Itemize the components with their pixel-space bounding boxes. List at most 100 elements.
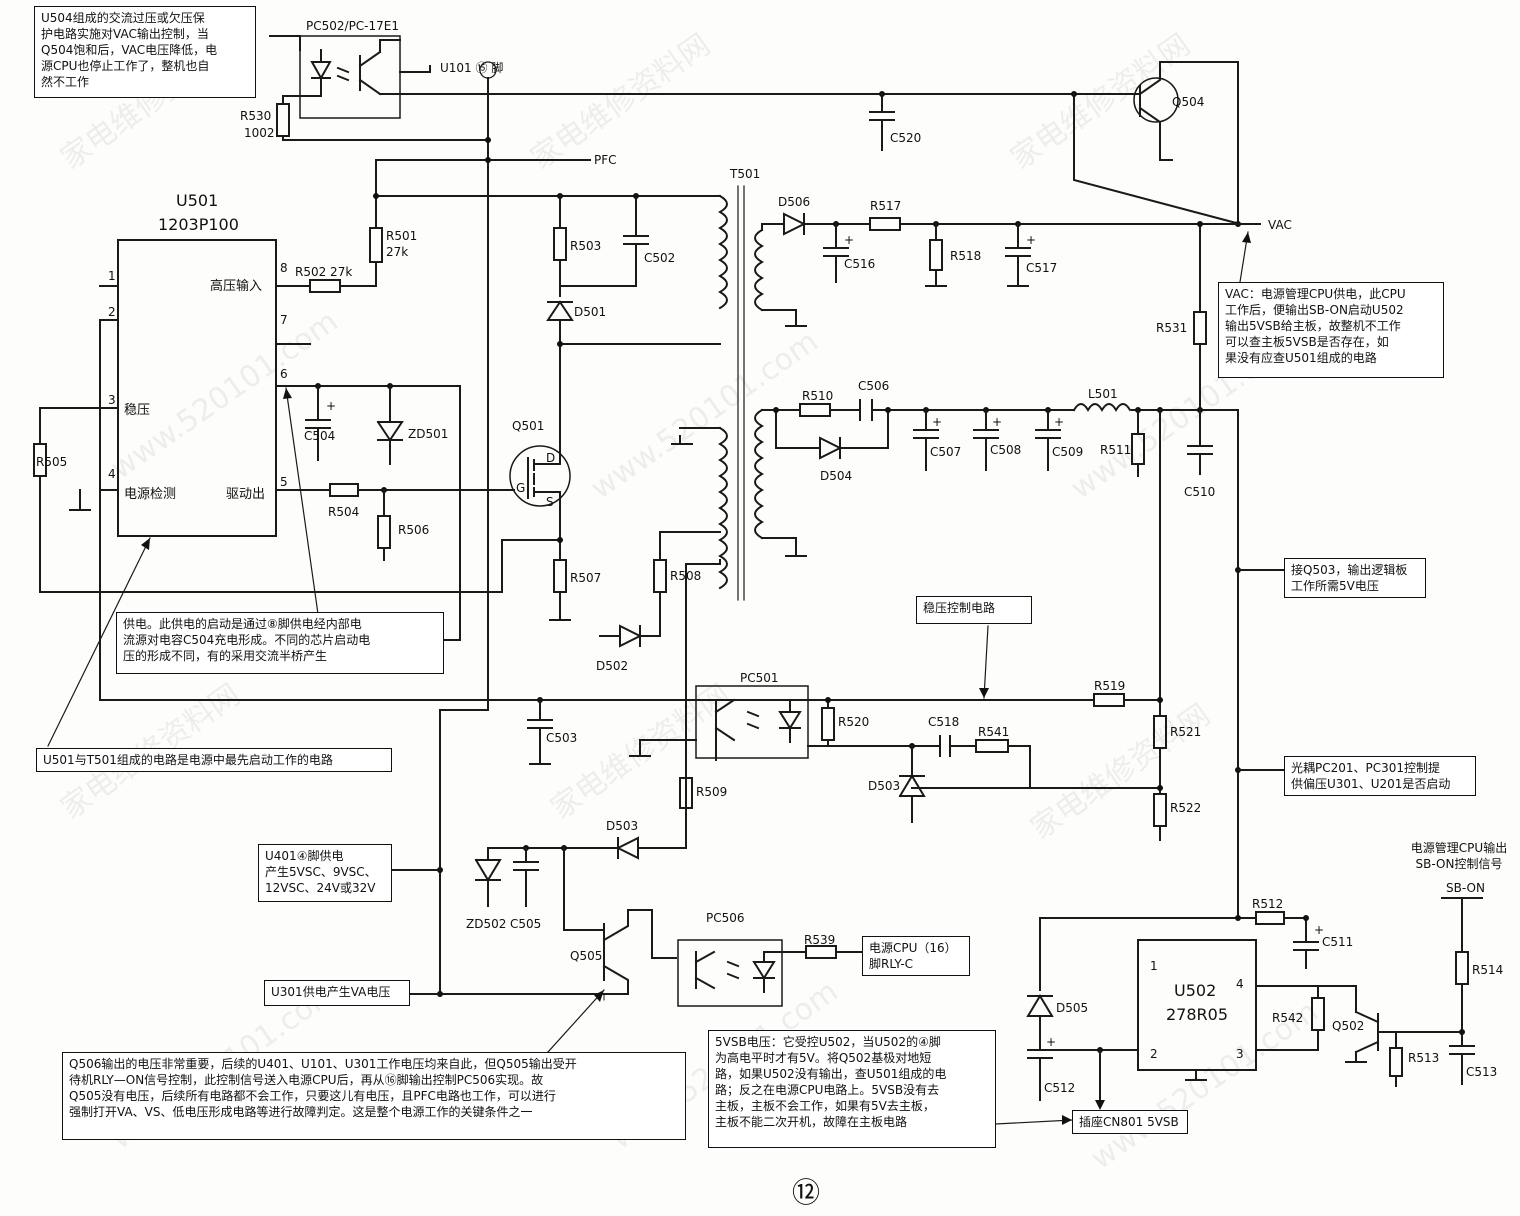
note-q503: 接Q503，输出逻辑板 工作所需5V电压 bbox=[1284, 558, 1426, 598]
resistor-r518 bbox=[929, 239, 943, 271]
note-u401: U401④脚供电 产生5VSC、9VSC、 12VSC、24V或32V bbox=[258, 844, 392, 902]
u502-pin-1: 1 bbox=[1150, 959, 1158, 973]
label-c509: C509 bbox=[1052, 445, 1083, 459]
label-pc506: PC506 bbox=[706, 911, 745, 925]
label-c518: C518 bbox=[928, 715, 959, 729]
label-r501: R501 bbox=[386, 229, 417, 243]
sym-plus: + bbox=[932, 415, 942, 429]
label-r510: R510 bbox=[802, 389, 833, 403]
label-r511: R511 bbox=[1100, 443, 1131, 457]
pc502-optocoupler bbox=[299, 35, 401, 119]
resistor-r517 bbox=[869, 217, 901, 231]
resistor-r503 bbox=[553, 227, 567, 261]
pin-6: 6 bbox=[280, 367, 288, 381]
label-r521: R521 bbox=[1170, 725, 1201, 739]
resistor-r520 bbox=[821, 707, 835, 741]
label-c513: C513 bbox=[1466, 1065, 1497, 1079]
resistor-r519 bbox=[1093, 693, 1125, 707]
transistor-q504 bbox=[1133, 61, 1179, 161]
resistor-r510 bbox=[799, 403, 831, 417]
pin-5: 5 bbox=[280, 475, 288, 489]
label-r512: R512 bbox=[1252, 897, 1283, 911]
label-u501: U501 bbox=[176, 191, 218, 210]
label-c504: C504 bbox=[304, 429, 335, 443]
label-c512: C512 bbox=[1044, 1081, 1075, 1095]
pin-power-detect: 电源检测 bbox=[124, 487, 176, 502]
resistor-r531 bbox=[1193, 311, 1207, 345]
label-q505: Q505 bbox=[570, 949, 602, 963]
watermark-layer: 家电维修资料网 家电维修资料网 家电维修资料网 www.520101.com w… bbox=[55, 27, 1325, 1176]
chip-u501 bbox=[117, 239, 277, 537]
note-vac: VAC：电源管理CPU供电，此CPU 工作后，便输出SB-ON启动U502 输出… bbox=[1218, 282, 1444, 378]
sym-plus: + bbox=[844, 233, 854, 247]
label-d504: D504 bbox=[820, 469, 852, 483]
label-r501-value: 27k bbox=[386, 245, 408, 259]
watermark: 家电维修资料网 bbox=[1005, 27, 1197, 176]
label-gate-d: D bbox=[546, 451, 555, 465]
label-r508: R508 bbox=[670, 569, 701, 583]
pin-regulate: 稳压 bbox=[124, 402, 150, 418]
note-u501-first: U501与T501组成的电路是电源中最先启动工作的电路 bbox=[36, 748, 392, 772]
label-r505: R505 bbox=[36, 455, 67, 469]
sym-plus: + bbox=[326, 399, 336, 413]
label-u502: U502 bbox=[1174, 981, 1216, 1000]
resistor-r511 bbox=[1131, 433, 1145, 465]
label-zd501: ZD501 bbox=[408, 427, 448, 441]
sym-plus: + bbox=[992, 415, 1002, 429]
resistor-r506 bbox=[377, 515, 391, 549]
label-c503: C503 bbox=[546, 731, 577, 745]
label-d501: D501 bbox=[574, 305, 606, 319]
resistor-r501 bbox=[369, 227, 383, 263]
label-u501-part: 1203P100 bbox=[158, 215, 239, 234]
resistor-r513 bbox=[1389, 1047, 1403, 1077]
transistor-q502 bbox=[1354, 1010, 1463, 1054]
label-d505: D505 bbox=[1056, 1001, 1088, 1015]
note-u301: U301供电产生VA电压 bbox=[264, 980, 410, 1006]
resistor-r539 bbox=[805, 945, 837, 959]
pc501-optocoupler bbox=[695, 685, 809, 759]
label-r513: R513 bbox=[1408, 1051, 1439, 1065]
label-q502: Q502 bbox=[1332, 1019, 1364, 1033]
label-r530-value: 1002 bbox=[244, 126, 275, 140]
note-5vsb: 5VSB电压：它受控U502，当U502的④脚 为高电平时才有5V。将Q502基… bbox=[708, 1030, 996, 1148]
label-r514: R514 bbox=[1472, 963, 1503, 977]
label-r518: R518 bbox=[950, 249, 981, 263]
pin-1: 1 bbox=[108, 269, 116, 283]
watermark: 家电维修资料网 bbox=[1025, 697, 1217, 846]
resistor-r542 bbox=[1311, 997, 1325, 1031]
sym-plus: + bbox=[1046, 1035, 1056, 1049]
sym-plus: + bbox=[1314, 923, 1324, 937]
mosfet-q501 bbox=[509, 445, 571, 507]
u502-pin-4: 4 bbox=[1236, 977, 1244, 991]
resistor-r521 bbox=[1153, 715, 1167, 749]
sym-plus: + bbox=[1054, 415, 1064, 429]
label-r509: R509 bbox=[696, 785, 727, 799]
label-q504: Q504 bbox=[1172, 95, 1204, 109]
note-supply-start: 供电。此供电的启动是通过⑧脚供电经内部电 流源对电容C504充电形成。不同的芯片… bbox=[116, 612, 444, 674]
resistor-r504 bbox=[329, 483, 359, 497]
pin-drive-out: 驱动出 bbox=[226, 487, 265, 502]
label-r506: R506 bbox=[398, 523, 429, 537]
label-r542: R542 bbox=[1272, 1011, 1303, 1025]
label-r503: R503 bbox=[570, 239, 601, 253]
label-c517: C517 bbox=[1026, 261, 1057, 275]
resistor-r502 bbox=[309, 279, 341, 293]
label-zd502: ZD502 bbox=[466, 917, 506, 931]
label-r530: R530 bbox=[240, 109, 271, 123]
label-c510: C510 bbox=[1184, 485, 1215, 499]
label-d503-zener: D503 bbox=[868, 779, 900, 793]
label-pc501: PC501 bbox=[740, 671, 779, 685]
sym-plus: + bbox=[1026, 233, 1036, 247]
label-vac: VAC bbox=[1268, 218, 1292, 232]
label-d502: D502 bbox=[596, 659, 628, 673]
label-u101: U101 ⑮ 脚 bbox=[440, 60, 503, 75]
resistor-r522 bbox=[1153, 793, 1167, 827]
u502-pin-2: 2 bbox=[1150, 1047, 1158, 1061]
label-r504: R504 bbox=[328, 505, 359, 519]
label-c520: C520 bbox=[890, 131, 921, 145]
u502-pin-3: 3 bbox=[1236, 1047, 1244, 1061]
note-regulation: 稳压控制电路 bbox=[916, 596, 1032, 624]
note-q505-key: Q506输出的电压非常重要，后续的U401、U101、U301工作电压均来自此，… bbox=[62, 1052, 686, 1140]
pin-8: 8 bbox=[280, 261, 288, 275]
